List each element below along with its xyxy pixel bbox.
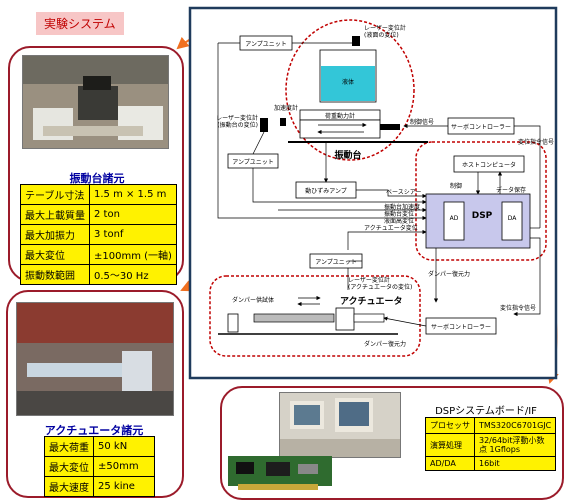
- da-label: DA: [508, 215, 518, 222]
- signal-liquid-level: 液面高変位: [384, 217, 414, 225]
- actuator-label: アクチュエータ: [340, 295, 403, 307]
- table-row: 最大変位±50mm: [44, 456, 155, 477]
- control-signal-label: 制御信号: [410, 118, 434, 126]
- shake-table-photo: [22, 55, 169, 149]
- signal-table-accel: 振動台加速度: [384, 203, 420, 211]
- spec-label: 演算処理: [425, 433, 475, 457]
- laser-table-label-1: レーザー変位計: [216, 114, 258, 122]
- laser-act-label-1: レーザー変位計: [348, 276, 390, 284]
- actuator-body: [335, 307, 355, 331]
- disp-command-bottom-label: 変位指令信号: [500, 304, 536, 312]
- dsp-heading: DSPシステムボード/IF: [435, 406, 537, 417]
- strain-amp-label: 動ひずみアンプ: [305, 187, 347, 195]
- laser-sensor-table: [260, 118, 268, 132]
- signal-table-disp: 振動台変位: [384, 210, 414, 218]
- data-save-label: データ保存: [496, 186, 526, 194]
- shake-table-heading: 振動台諸元: [69, 172, 125, 185]
- laser-act-label-2: (アクチュエータの変位): [348, 283, 412, 291]
- dsp-computer-photo: [279, 392, 401, 458]
- accel-label: 加速度計: [274, 104, 298, 112]
- spec-value: 25 kine: [93, 476, 155, 497]
- disp-command-top-label: 変位指令信号: [518, 138, 554, 146]
- page-title: 実験システム: [36, 12, 124, 35]
- control-label: 制御: [450, 182, 462, 190]
- system-diagram: アンプユニット レーザー変位計 (液面の変位) 液体 加速度計 レーザー変位計 …: [188, 6, 558, 380]
- spec-label: 最大速度: [44, 476, 94, 497]
- signal-base-shear: ベースシアー: [386, 189, 421, 196]
- servo-bottom-label: サーボコントローラー: [431, 323, 491, 331]
- spec-value: 16bit: [473, 456, 557, 471]
- laser-top-label-1: レーザー変位計: [364, 24, 406, 32]
- servo-top-label: サーボコントローラー: [451, 123, 511, 131]
- signal-actuator-disp: アクチュエータ変位: [364, 224, 418, 232]
- damper-restore-label: ダンパー復元力: [428, 270, 470, 278]
- accelerometer: [280, 118, 286, 126]
- table-actuator: [380, 124, 400, 130]
- dsp-board-photo: [228, 456, 332, 490]
- liquid-fill: [321, 66, 375, 101]
- shake-table-block: [299, 119, 381, 139]
- actuator-heading: アクチュエータ諸元: [44, 424, 144, 437]
- spec-value: 0.5〜30 Hz: [89, 264, 177, 285]
- da-converter: [501, 201, 523, 241]
- shake-table-region: [285, 19, 415, 161]
- laser-table-label-2: (振動台の変位): [217, 121, 258, 129]
- shake-table-label: 振動台: [334, 149, 361, 161]
- table-row: 最大変位±100mm (一軸): [20, 244, 177, 265]
- laser-sensor-top: [352, 36, 360, 46]
- damper-specimen-label: ダンパー供試体: [232, 296, 274, 304]
- liquid-label: 液体: [342, 78, 354, 86]
- fixed-support: [227, 313, 239, 333]
- dsp-region: [415, 141, 547, 261]
- amp-unit-bottom-label: アンプユニット: [315, 259, 357, 266]
- amp-unit-top-label: アンプユニット: [245, 41, 287, 48]
- actuator-photo: [16, 302, 174, 416]
- actuator-region: [209, 275, 421, 357]
- host-label: ホストコンピュータ: [462, 161, 516, 169]
- ad-label: AD: [450, 215, 459, 222]
- spec-label: 振動数範囲: [20, 264, 90, 285]
- load-cell-label: 荷重動力計: [325, 112, 355, 120]
- damper-specimen: [253, 313, 335, 323]
- amp-unit-mid-label: アンプユニット: [232, 159, 274, 166]
- damper-restore-label-2: ダンパー復元力: [364, 340, 406, 348]
- laser-top-label-2: (液面の変位): [364, 31, 399, 39]
- ad-converter: [443, 201, 465, 241]
- actuator-rod: [353, 313, 385, 323]
- host-computer: [453, 155, 525, 173]
- dsp-label: DSP: [472, 211, 493, 221]
